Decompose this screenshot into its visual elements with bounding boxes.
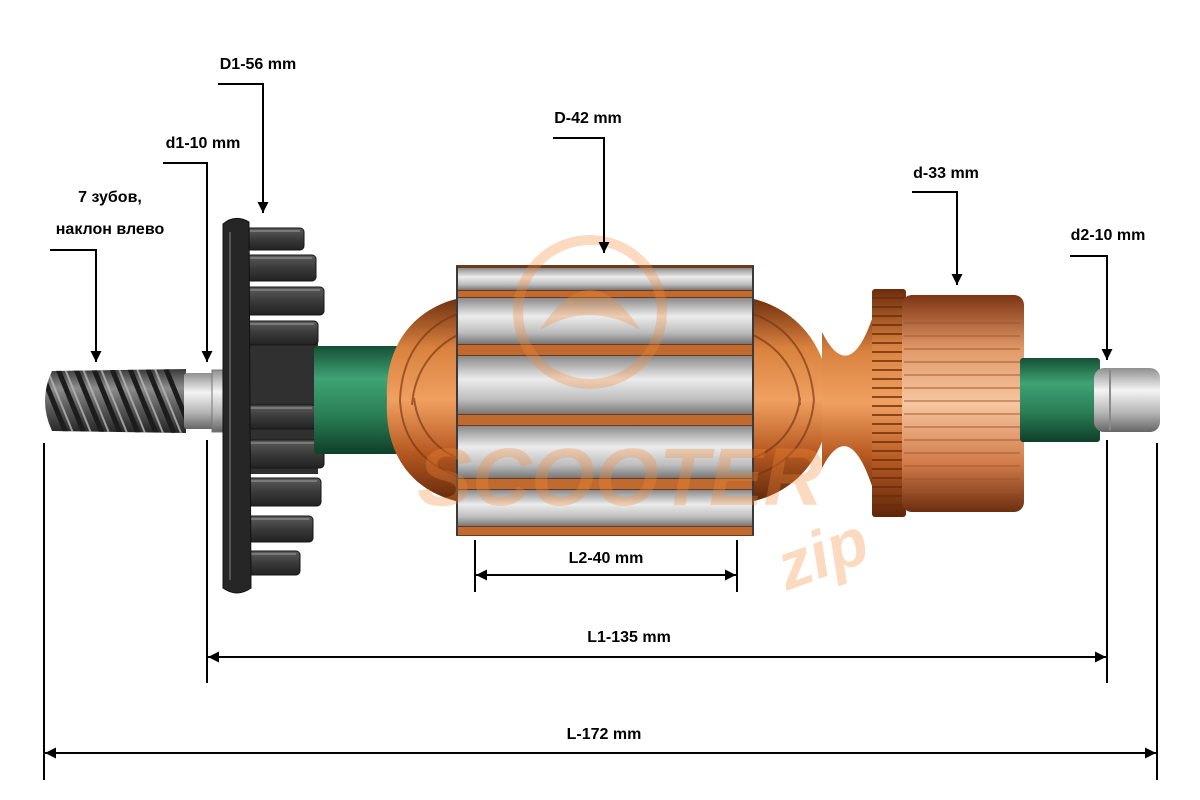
commutator (902, 295, 1024, 512)
gear-teeth-leader (50, 249, 102, 362)
watermark-logo-mark (540, 290, 640, 330)
gear-teeth (45, 369, 186, 433)
rear-end-turns (738, 296, 830, 504)
front-end-turns (386, 296, 472, 504)
rotor (386, 265, 830, 536)
watermark-logo-ring (513, 235, 667, 389)
gear-teeth-label-line1: 7 зубов, (78, 189, 142, 206)
bearing-span-label: L1-135 mm (587, 629, 671, 646)
core-laminations (458, 268, 752, 526)
core-length-label: L2-40 mm (569, 550, 644, 567)
labels: D1-56 mm d1-10 mm 7 зубов, наклон влево … (56, 56, 1146, 743)
commutator-neck (822, 300, 878, 506)
rear-shaft (1094, 368, 1160, 432)
dimension-lines (43, 440, 1158, 780)
fan-diameter-leader (218, 83, 269, 213)
watermark-brand: SCOOTER (417, 432, 822, 523)
gear-teeth-label-line2: наклон влево (56, 221, 165, 238)
fan-diameter-label: D1-56 mm (220, 56, 296, 73)
total-length-label: L-172 mm (567, 726, 642, 743)
rear-shaft-leader (1070, 255, 1113, 360)
front-shaft-leader (163, 162, 213, 362)
commutator-diameter-label: d-33 mm (913, 165, 979, 182)
rotor-diameter-leader (553, 137, 610, 253)
commutator-risers (872, 289, 906, 517)
core-slots (458, 291, 752, 535)
fan (222, 218, 325, 594)
front-shaft-label: d1-10 mm (166, 135, 241, 152)
front-insulation (314, 346, 404, 454)
rotor-diameter-label: D-42 mm (554, 110, 622, 127)
armature (45, 218, 1160, 594)
rear-shaft-label: d2-10 mm (1071, 227, 1146, 244)
front-shaft-collar (211, 369, 225, 433)
leader-lines (50, 83, 1113, 362)
rear-insulation (1020, 358, 1100, 442)
commutator-diameter-leader (912, 191, 963, 285)
fan-disk (222, 218, 252, 594)
pinion-gear (45, 369, 186, 433)
